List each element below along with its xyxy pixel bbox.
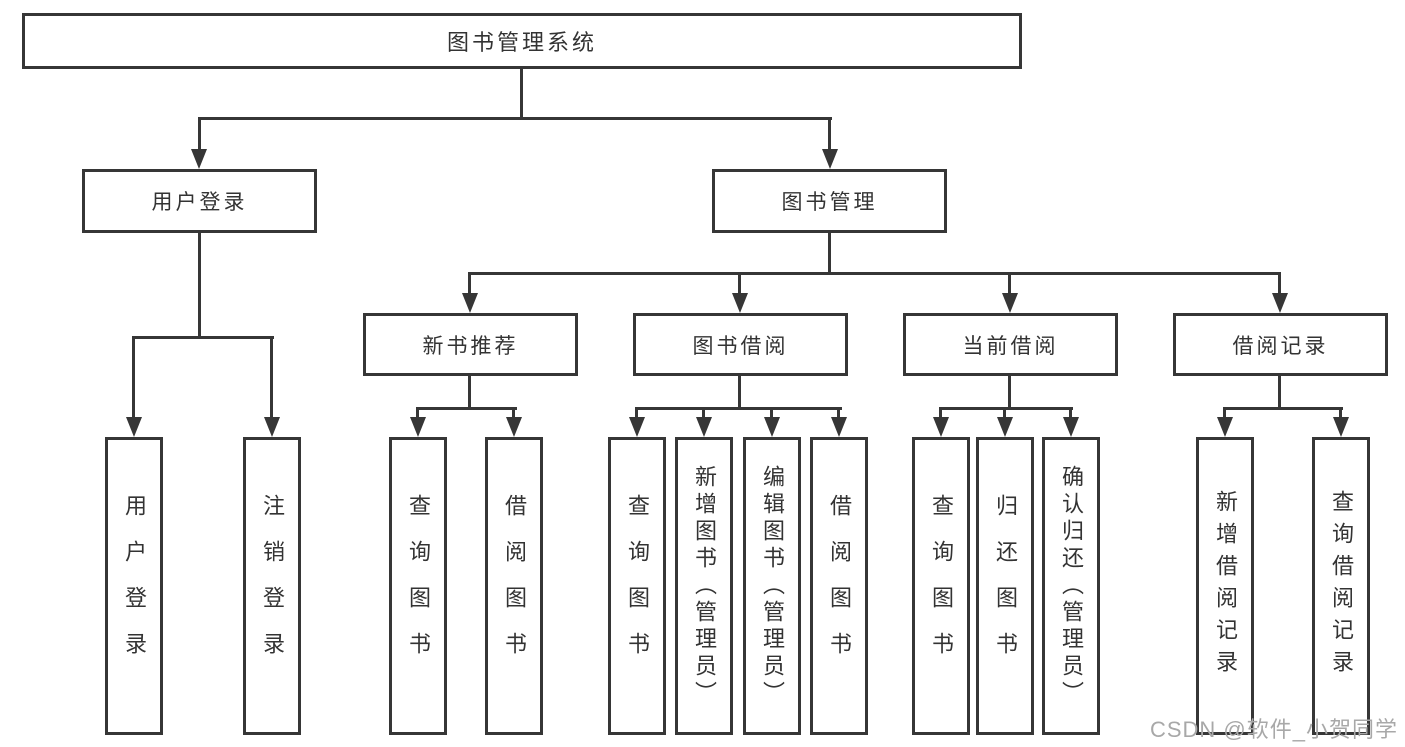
arrowhead xyxy=(1063,417,1079,437)
node-leaf-query-borrow-record: 查询借阅记录 xyxy=(1312,437,1370,735)
arrowhead xyxy=(126,417,142,437)
node-user-login: 用户登录 xyxy=(82,169,317,233)
csdn-watermark: CSDN @软件_小贺同学 xyxy=(1149,717,1398,742)
node-label: 查询图书 xyxy=(625,494,650,678)
node-leaf-add-books-admin: 新增图书（管理员） xyxy=(675,437,733,735)
arrowhead xyxy=(933,417,949,437)
connector-line xyxy=(198,117,201,153)
node-label: 确认归还（管理员） xyxy=(1059,464,1084,708)
node-label: 查询图书 xyxy=(406,494,431,678)
arrowhead xyxy=(191,149,207,169)
arrowhead xyxy=(822,149,838,169)
connector-line xyxy=(1069,407,1072,419)
arrowhead xyxy=(1272,293,1288,313)
node-label: 当前借阅 xyxy=(962,334,1059,358)
connector-line xyxy=(468,272,471,295)
connector-line xyxy=(828,117,831,153)
connector-line xyxy=(416,407,517,410)
node-label: 图书借阅 xyxy=(692,334,789,358)
node-book-management: 图书管理 xyxy=(712,169,947,233)
node-leaf-add-borrow-record: 新增借阅记录 xyxy=(1196,437,1254,735)
connector-line xyxy=(468,374,471,409)
arrowhead xyxy=(629,417,645,437)
connector-line xyxy=(939,407,1073,410)
node-label: 借阅图书 xyxy=(827,494,852,678)
connector-line xyxy=(468,272,1281,275)
node-leaf-query-books-borrow: 查询图书 xyxy=(608,437,666,735)
arrowhead xyxy=(831,417,847,437)
connector-line xyxy=(1278,272,1281,295)
connector-line xyxy=(770,407,773,419)
arrowhead xyxy=(1217,417,1233,437)
connector-line xyxy=(132,336,135,419)
connector-line xyxy=(635,407,638,419)
connector-line xyxy=(1223,407,1343,410)
node-label: 归还图书 xyxy=(993,494,1018,678)
arrowhead xyxy=(764,417,780,437)
arrowhead xyxy=(506,417,522,437)
node-library-management-system: 图书管理系统 xyxy=(22,13,1022,69)
connector-line xyxy=(512,407,515,419)
arrowhead xyxy=(462,293,478,313)
node-label: 图书管理 xyxy=(781,191,878,214)
connector-line xyxy=(837,407,840,419)
connector-line xyxy=(702,407,705,419)
connector-line xyxy=(198,231,201,338)
node-leaf-query-books-current: 查询图书 xyxy=(912,437,970,735)
arrowhead xyxy=(1333,417,1349,437)
connector-line xyxy=(1008,272,1011,295)
node-borrowing-records: 借阅记录 xyxy=(1173,313,1388,376)
arrowhead xyxy=(264,417,280,437)
connector-line xyxy=(1339,407,1342,419)
connector-line xyxy=(1223,407,1226,419)
connector-line xyxy=(939,407,942,419)
node-label: 新书推荐 xyxy=(422,334,519,358)
node-leaf-confirm-return-admin: 确认归还（管理员） xyxy=(1042,437,1100,735)
node-current-borrowing: 当前借阅 xyxy=(903,313,1118,376)
arrowhead xyxy=(732,293,748,313)
node-leaf-user-login: 用户登录 xyxy=(105,437,163,735)
node-label: 借阅记录 xyxy=(1232,334,1329,358)
node-leaf-borrow-books-recommend: 借阅图书 xyxy=(485,437,543,735)
connector-line xyxy=(416,407,419,419)
node-leaf-borrow-books: 借阅图书 xyxy=(810,437,868,735)
arrowhead xyxy=(410,417,426,437)
node-new-book-recommendation: 新书推荐 xyxy=(363,313,578,376)
connector-line xyxy=(1008,374,1011,409)
node-label: 新增图书（管理员） xyxy=(692,464,717,708)
node-label: 新增借阅记录 xyxy=(1213,490,1238,682)
node-label: 查询借阅记录 xyxy=(1329,490,1354,682)
node-leaf-query-books-recommend: 查询图书 xyxy=(389,437,447,735)
connector-line xyxy=(1003,407,1006,419)
connector-line xyxy=(635,407,842,410)
node-label: 用户登录 xyxy=(122,494,147,678)
arrowhead xyxy=(997,417,1013,437)
connector-line xyxy=(132,336,274,339)
node-book-borrowing: 图书借阅 xyxy=(633,313,848,376)
connector-line xyxy=(738,272,741,295)
connector-line xyxy=(828,231,831,274)
node-label: 图书管理系统 xyxy=(446,30,597,55)
node-label: 编辑图书（管理员） xyxy=(760,464,785,708)
connector-line xyxy=(738,374,741,409)
arrowhead xyxy=(696,417,712,437)
connector-line xyxy=(1278,374,1281,409)
connector-line xyxy=(270,336,273,419)
node-label: 注销登录 xyxy=(260,494,285,678)
connector-line xyxy=(198,117,832,120)
node-leaf-edit-books-admin: 编辑图书（管理员） xyxy=(743,437,801,735)
node-label: 借阅图书 xyxy=(502,494,527,678)
node-leaf-return-books: 归还图书 xyxy=(976,437,1034,735)
node-label: 用户登录 xyxy=(151,191,248,214)
node-leaf-logout: 注销登录 xyxy=(243,437,301,735)
connector-line xyxy=(520,66,523,119)
node-label: 查询图书 xyxy=(929,494,954,678)
arrowhead xyxy=(1002,293,1018,313)
